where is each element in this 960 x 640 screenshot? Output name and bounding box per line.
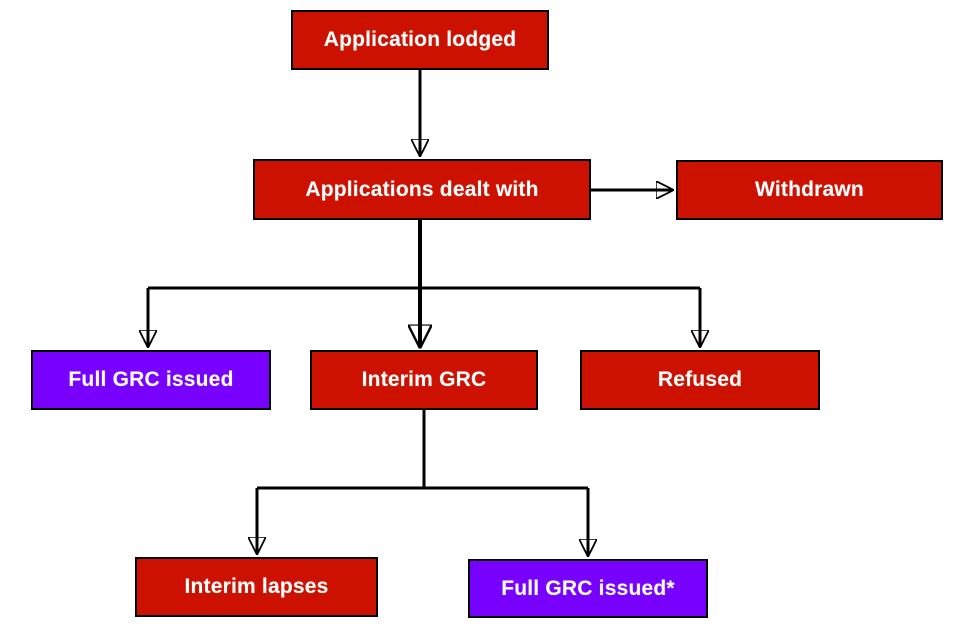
node-label: Application lodged <box>323 28 517 51</box>
node-interim-grc[interactable]: Interim GRC <box>310 350 538 410</box>
node-full-grc-issued[interactable]: Full GRC issued <box>31 350 271 410</box>
node-full-grc-issued-asterisk[interactable]: Full GRC issued* <box>468 559 708 618</box>
node-withdrawn[interactable]: Withdrawn <box>676 160 943 220</box>
node-interim-lapses[interactable]: Interim lapses <box>135 557 378 617</box>
node-applications-dealt-with[interactable]: Applications dealt with <box>253 159 591 220</box>
node-label: Full GRC issued <box>68 368 234 391</box>
node-label: Interim lapses <box>184 575 329 598</box>
node-label: Refused <box>657 368 743 391</box>
node-application-lodged[interactable]: Application lodged <box>291 10 549 70</box>
node-refused[interactable]: Refused <box>580 350 820 410</box>
node-label: Full GRC issued* <box>501 576 675 600</box>
node-label: Applications dealt with <box>305 177 539 201</box>
node-label: Interim GRC <box>361 368 487 391</box>
node-label: Withdrawn <box>755 178 864 201</box>
